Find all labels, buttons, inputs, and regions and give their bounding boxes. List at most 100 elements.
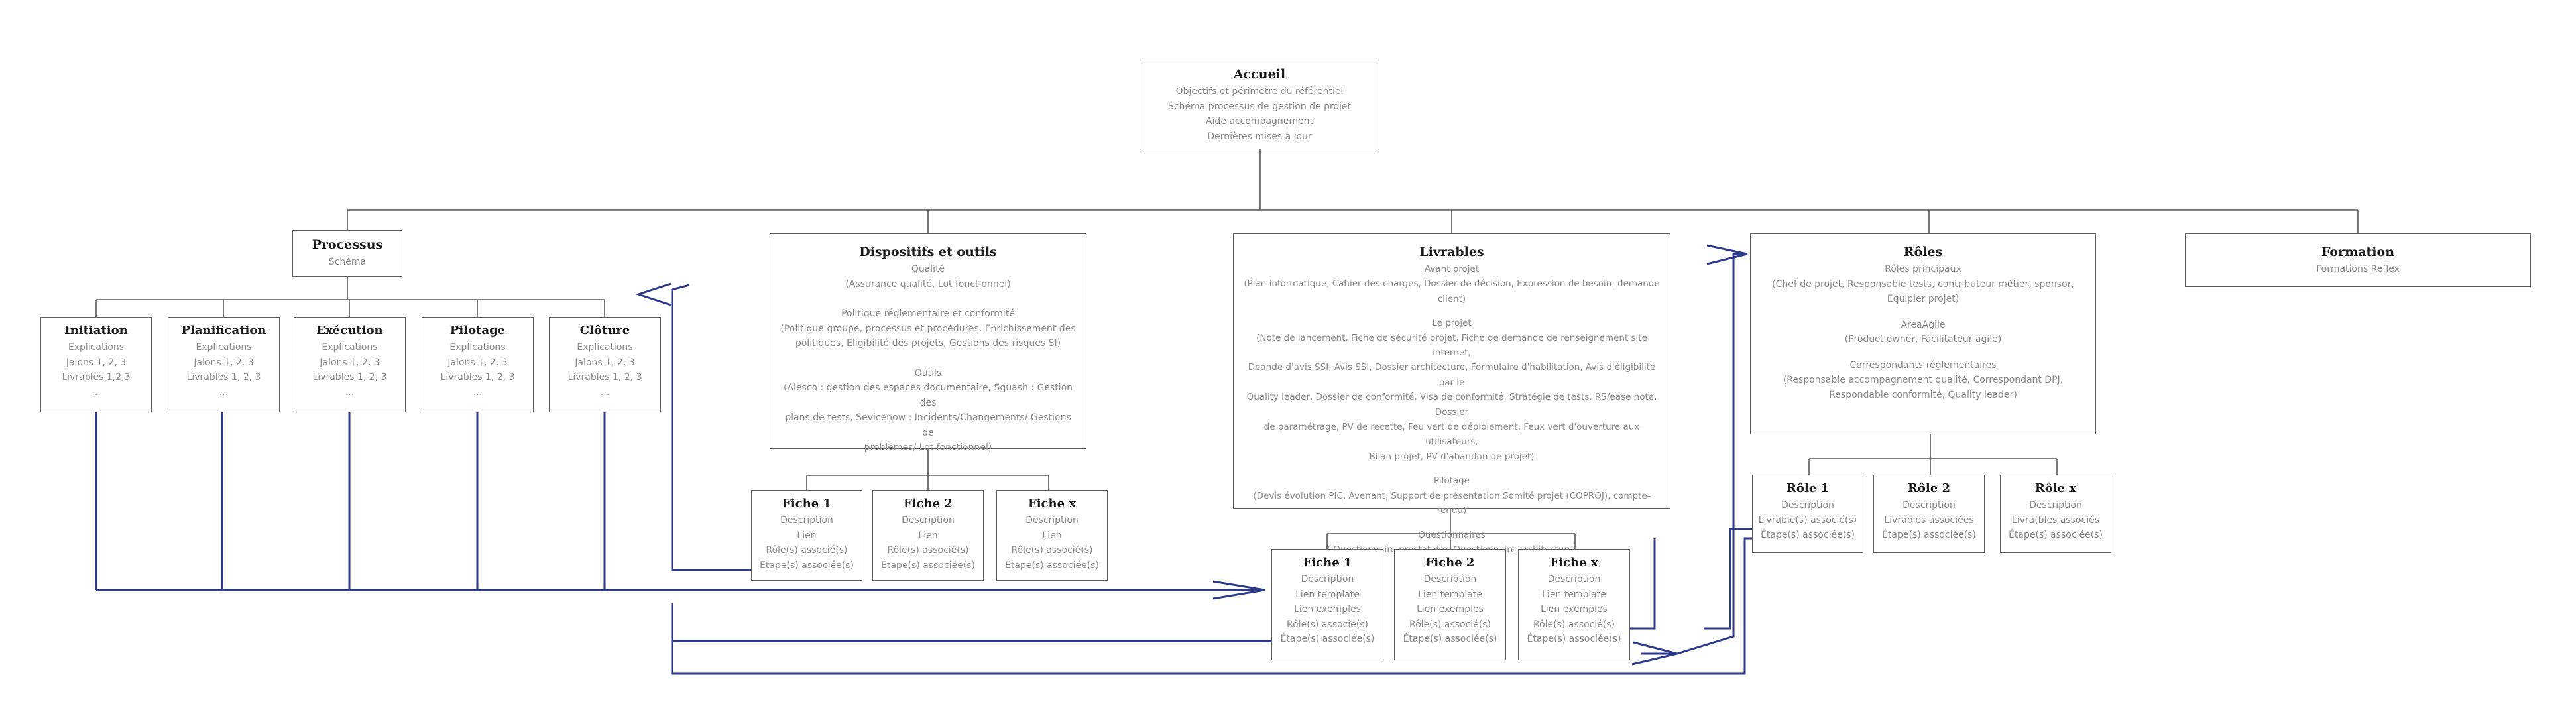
role-line: Description [1781, 500, 1834, 510]
processus-title: Processus [312, 237, 383, 252]
accueil-title: Accueil [1233, 67, 1286, 82]
formation-box[interactable]: Formation Formations Reflex [2185, 233, 2531, 287]
role-line: Étape(s) associée(s) [1761, 530, 1855, 540]
phase-cloture-box[interactable]: Clôture Explications Jalons 1, 2, 3 Livr… [549, 317, 661, 412]
processus-box[interactable]: Processus Schéma [292, 230, 402, 277]
phase-line: Jalons 1, 2, 3 [66, 357, 127, 368]
livrables-line: Questionnaires [1418, 529, 1486, 540]
phase-line: ... [600, 387, 610, 398]
fiche-line: Rôle(s) associé(s) [766, 545, 848, 556]
fiche-line: Description [902, 515, 955, 526]
phase-line: Livrables 1, 2, 3 [440, 372, 515, 383]
phase-line: Livrables 1, 2, 3 [567, 372, 642, 383]
fiche-line: Rôle(s) associé(s) [1533, 619, 1615, 630]
phase-title: Planification [181, 324, 266, 337]
roles-line: Correspondants réglementaires [1849, 359, 1997, 371]
fiche-line: Lien template [1542, 589, 1606, 600]
fiche-title: Fiche 1 [782, 497, 831, 510]
dispositifs-fiche-1-box[interactable]: Fiche 1 Description Lien Rôle(s) associé… [751, 490, 862, 581]
dispositifs-box[interactable]: Dispositifs et outils Qualité (Assurance… [770, 233, 1086, 453]
livrables-line: de paramétrage, PV de recette, Feu vert … [1263, 422, 1640, 448]
fiche-title: Fiche x [1027, 497, 1077, 510]
phase-line: Explications [577, 342, 633, 353]
role-title: Rôle 2 [1907, 481, 1951, 495]
fiche-line: Rôle(s) associé(s) [1011, 545, 1093, 556]
role-title: Rôle x [2034, 481, 2077, 495]
livrables-line: Quality leader, Dossier de conformité, V… [1246, 392, 1657, 418]
role-line: Étape(s) associée(s) [2009, 530, 2103, 540]
roles-line: Equipier projet) [1887, 294, 1960, 304]
phase-line: ... [473, 387, 483, 398]
dispositifs-line: plans de tests, Sevicenow : Incidents/Ch… [785, 412, 1071, 438]
phase-line: Explications [196, 342, 252, 353]
phase-title: Pilotage [449, 324, 506, 337]
fiche-line: Description [1301, 574, 1354, 585]
livrables-fiche-2-box[interactable]: Fiche 2 Description Lien template Lien e… [1394, 549, 1506, 660]
fiche-line: Lien [1042, 530, 1062, 541]
livrables-line: (Note de lancement, Fiche de sécurité pr… [1256, 332, 1647, 359]
accueil-line: Objectifs et périmètre du référentiel [1175, 86, 1344, 97]
dispositifs-fiche-2-box[interactable]: Fiche 2 Description Lien Rôle(s) associé… [872, 490, 984, 581]
phase-title: Exécution [316, 324, 383, 337]
fiche-line: Description [1025, 515, 1079, 526]
fiche-line: Lien exemples [1417, 604, 1484, 615]
role-x-box[interactable]: Rôle x Description Livra(bles associés É… [2000, 475, 2111, 553]
dispositifs-line: (Alesco : gestion des espaces documentai… [783, 383, 1073, 408]
fiche-line: Étape(s) associée(s) [1005, 560, 1099, 571]
fiche-line: Lien template [1295, 589, 1360, 600]
role-2-box[interactable]: Rôle 2 Description Livrables associées É… [1873, 475, 1985, 553]
phase-line: Jalons 1, 2, 3 [320, 357, 380, 368]
phase-pilotage-box[interactable]: Pilotage Explications Jalons 1, 2, 3 Liv… [422, 317, 534, 412]
role-1-box[interactable]: Rôle 1 Description Livrable(s) associé(s… [1752, 475, 1863, 553]
roles-title: Rôles [1903, 245, 1943, 259]
fiche-line: Rôle(s) associé(s) [1409, 619, 1491, 630]
role-line: Description [2029, 500, 2082, 510]
formation-line: Formations Reflex [2316, 264, 2400, 274]
role-line: Livrables associées [1884, 514, 1974, 526]
phase-line: Jalons 1, 2, 3 [447, 357, 508, 368]
phase-line: ... [91, 387, 101, 398]
fiche-line: Rôle(s) associé(s) [887, 545, 969, 556]
livrables-title: Livrables [1419, 245, 1484, 259]
livrables-line: Le projet [1432, 318, 1472, 329]
phase-line: Jalons 1, 2, 3 [194, 357, 254, 368]
roles-line: (Chef de projet, Responsable tests, cont… [1772, 278, 2074, 290]
livrables-line: client) [1437, 293, 1466, 304]
phase-title: Clôture [579, 324, 630, 337]
roles-line: Rôles principaux [1885, 264, 1961, 274]
dispositifs-line: (Politique groupe, processus et procédur… [780, 323, 1076, 334]
phase-initiation-box[interactable]: Initiation Explications Jalons 1, 2, 3 L… [40, 317, 152, 412]
role-line: Description [1903, 500, 1956, 510]
roles-line: (Product owner, Facilitateur agile) [1844, 334, 2002, 345]
fiche-title: Fiche 2 [904, 497, 953, 510]
livrables-fiche-x-box[interactable]: Fiche x Description Lien template Lien e… [1518, 549, 1630, 660]
phase-title: Initiation [64, 324, 128, 337]
livrables-box[interactable]: Livrables Avant projet (Plan informatiqu… [1233, 233, 1670, 555]
fiche-line: Étape(s) associée(s) [1280, 634, 1375, 644]
roles-box[interactable]: Rôles Rôles principaux (Chef de projet, … [1750, 233, 2096, 434]
livrables-line: (Plan informatique, Cahier des charges, … [1244, 278, 1660, 290]
fiche-title: Fiche 2 [1425, 556, 1475, 569]
phase-line: Explications [449, 342, 506, 353]
processus-line: Schéma [328, 257, 367, 267]
fiche-line: Lien [918, 530, 938, 541]
phase-planification-box[interactable]: Planification Explications Jalons 1, 2, … [168, 317, 280, 412]
fiche-line: Lien [797, 530, 817, 541]
accueil-line: Dernières mises à jour [1207, 131, 1312, 142]
fiche-line: Rôle(s) associé(s) [1287, 619, 1368, 630]
livrables-line: (Devis évolution PIC, Avenant, Support d… [1253, 490, 1651, 516]
livrables-line: Avant projet [1424, 264, 1480, 274]
dispositifs-line: politiques, Eligibilité des projets, Ges… [795, 338, 1061, 349]
dispositifs-fiche-x-box[interactable]: Fiche x Description Lien Rôle(s) associé… [996, 490, 1108, 581]
phase-line: Livrables 1,2,3 [62, 372, 131, 383]
livrables-fiche-1-box[interactable]: Fiche 1 Description Lien template Lien e… [1271, 549, 1383, 660]
livrables-line: Pilotage [1433, 475, 1470, 487]
role-line: Livra(bles associés [2011, 514, 2100, 526]
roles-line: AreaAgile [1901, 319, 1946, 330]
accueil-box[interactable]: Accueil Objectifs et périmètre du référe… [1142, 60, 1377, 149]
phase-line: Livrables 1, 2, 3 [186, 372, 261, 383]
phase-execution-box[interactable]: Exécution Explications Jalons 1, 2, 3 Li… [294, 317, 406, 412]
roles-line: Respondable conformité, Quality leader) [1829, 389, 2017, 400]
phase-line: Livrables 1, 2, 3 [312, 372, 387, 383]
